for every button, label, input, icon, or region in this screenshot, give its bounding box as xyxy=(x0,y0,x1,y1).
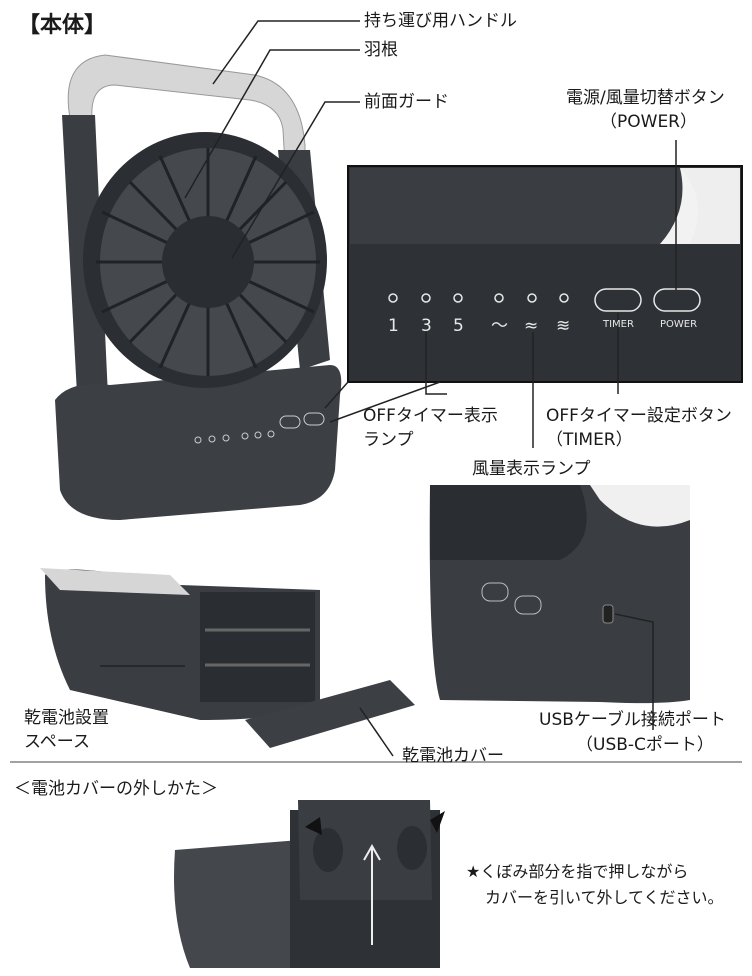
wind-symbol-high: ≋ xyxy=(556,316,570,336)
label-guard: 前面ガード xyxy=(364,92,449,112)
cover-removal-illustration xyxy=(174,800,445,968)
usb-side-illustration xyxy=(429,485,690,704)
label-usb-port: USBケーブル接続ポート xyxy=(539,710,726,730)
zoom-panel xyxy=(324,165,743,423)
note-line-1: ★くぼみ部分を指で押しながら xyxy=(466,862,689,881)
section-heading: ＜電池カバーの外しかた＞ xyxy=(14,779,218,799)
power-button-label: POWER xyxy=(660,319,697,330)
label-battery-space-2: スペース xyxy=(24,732,90,752)
label-timer-button: OFFタイマー設定ボタン xyxy=(546,406,732,426)
label-battery-cover: 乾電池カバー xyxy=(402,746,504,766)
label-usb-port-sub: （USB-Cポート） xyxy=(576,735,714,755)
timer-num-3: 3 xyxy=(421,316,432,336)
label-timer-button-sub: （TIMER） xyxy=(546,430,633,450)
timer-num-5: 5 xyxy=(453,316,464,336)
wind-symbol-mid: ≈ xyxy=(524,316,538,336)
label-wind-lamp: 風量表示ランプ xyxy=(472,459,591,479)
note-line-2: カバーを引いて外してください。 xyxy=(485,888,724,907)
leader-lines xyxy=(100,20,677,757)
timer-button-label: TIMER xyxy=(602,319,634,330)
label-power-button: 電源/風量切替ボタン xyxy=(566,88,725,108)
label-off-timer-lamp: OFFタイマー表示 xyxy=(363,406,498,426)
label-blade: 羽根 xyxy=(364,40,398,60)
wind-symbol-low: ～ xyxy=(491,316,508,336)
label-power-button-sub: （POWER） xyxy=(600,112,697,132)
fan-body-illustration xyxy=(55,54,342,520)
label-battery-space: 乾電池設置 xyxy=(24,708,109,728)
battery-compartment-illustration xyxy=(40,568,415,748)
label-handle: 持ち運び用ハンドル xyxy=(364,11,517,31)
label-off-timer-lamp-2: ランプ xyxy=(363,430,414,450)
page-title: 【本体】 xyxy=(18,13,107,38)
timer-num-1: 1 xyxy=(388,316,399,336)
